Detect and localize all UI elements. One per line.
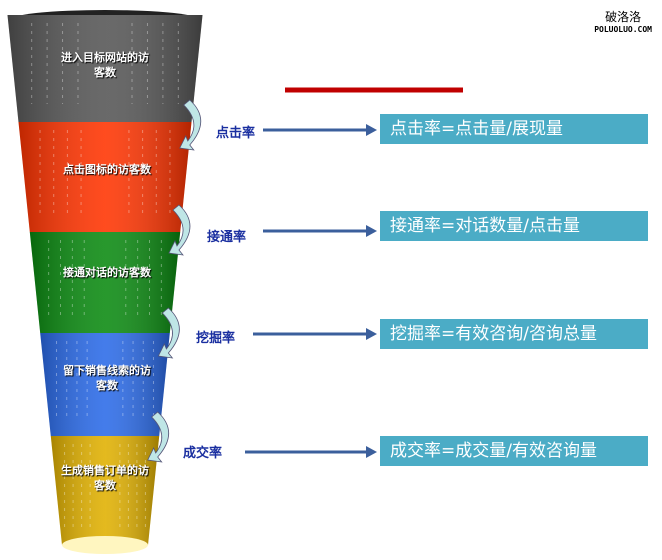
funnel-stage-shade (7, 15, 203, 122)
stage-label-order: 生成销售订单的访客数 (61, 464, 149, 492)
funnel-stage-shade (18, 122, 192, 232)
rate-label-deal: 成交率 (183, 446, 223, 461)
arrowhead-icon (366, 446, 377, 458)
curved-arrow-icon (179, 99, 202, 151)
rate-label-click: 点击率 (216, 126, 256, 141)
stage-label-chat: 接通对话的访客数 (63, 266, 151, 279)
curved-arrow-icon (147, 411, 170, 463)
rate-label-connect: 接通率 (207, 230, 247, 245)
stage-label-click: 点击图标的访客数 (63, 163, 151, 176)
rate-label-mining: 挖掘率 (196, 331, 236, 346)
funnel-stage-shade (40, 333, 170, 436)
curved-arrow-icon (157, 307, 180, 359)
formula-box-connect: 接通率=对话数量/点击量 (380, 211, 648, 241)
funnel-bottom-glow (62, 536, 148, 554)
arrowhead-icon (366, 225, 377, 237)
arrowhead-icon (366, 124, 377, 136)
arrowhead-icon (366, 328, 377, 340)
formula-box-deal: 成交率=成交量/有效咨询量 (380, 436, 648, 466)
formula-box-mining: 挖掘率=有效咨询/咨询总量 (380, 319, 648, 349)
formula-box-click: 点击率=点击量/展现量 (380, 114, 648, 144)
curved-arrow-icon (168, 204, 191, 256)
logo-url: POLUOLUO.COM (594, 25, 652, 34)
funnel-stage-shade (50, 436, 160, 545)
stage-label-lead: 留下销售线索的访客数 (63, 364, 151, 392)
funnel-stage-shade (29, 232, 181, 333)
logo-name: 破洛洛 (605, 10, 642, 24)
stage-label-visit: 进入目标网站的访客数 (61, 51, 149, 79)
